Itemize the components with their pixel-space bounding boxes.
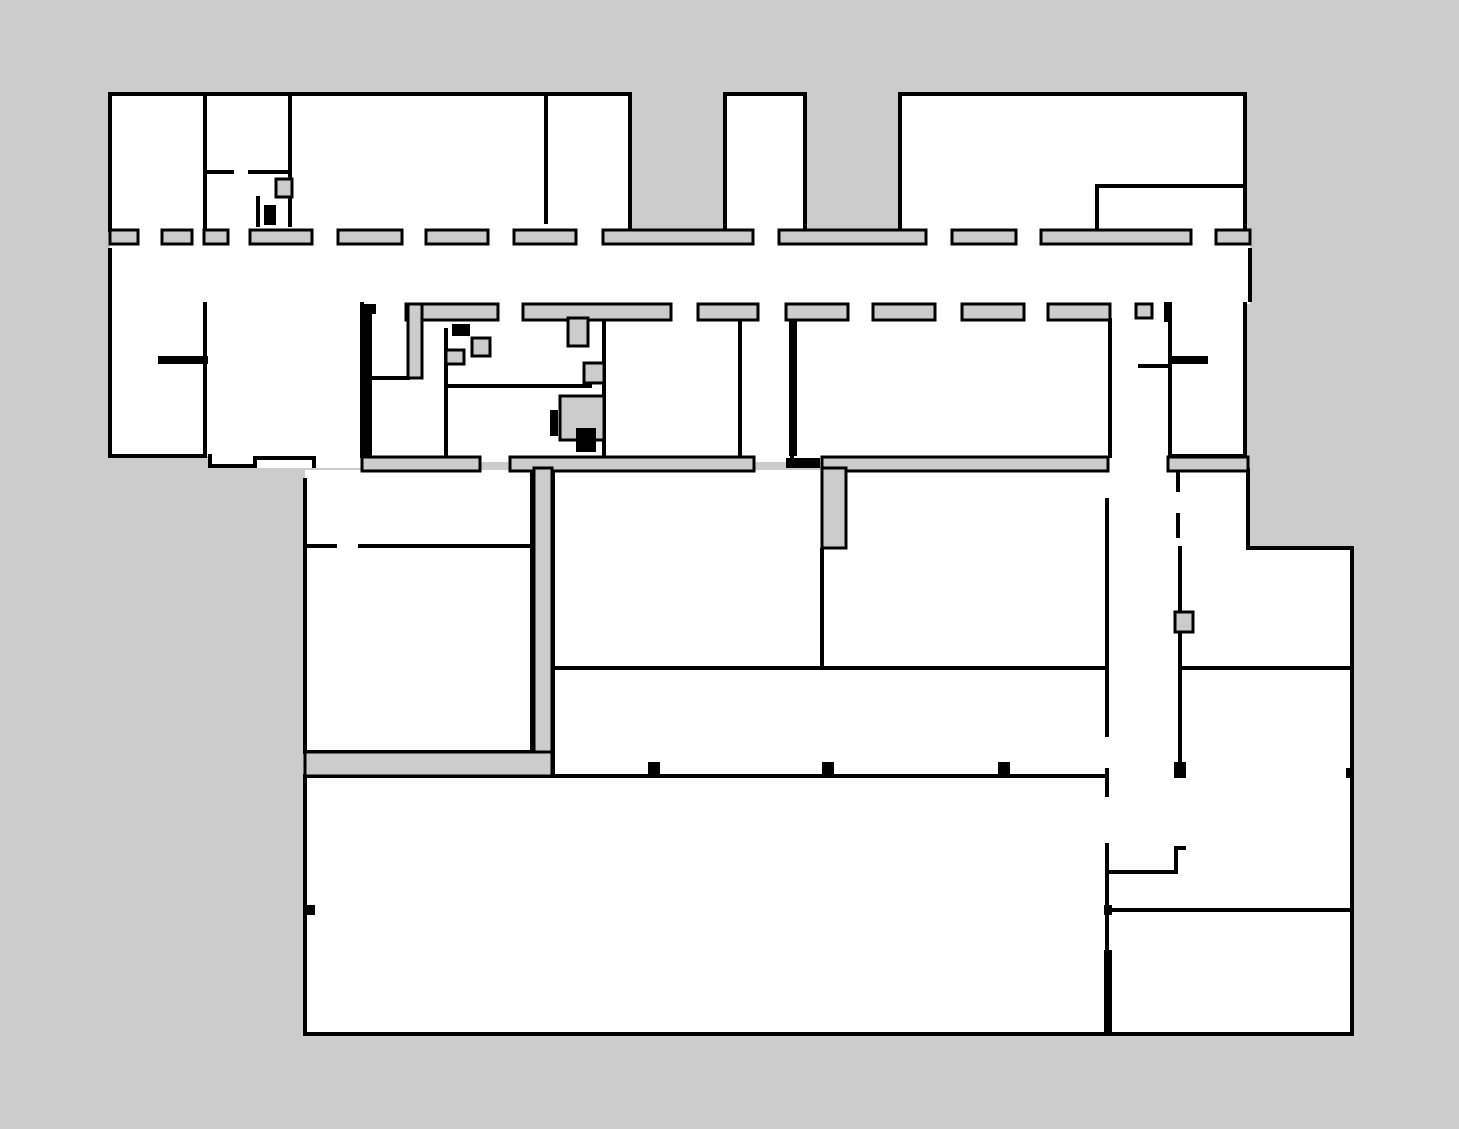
partition-vertical-corridor <box>532 466 554 778</box>
wall-north-west-rooms <box>108 92 632 232</box>
partition-mid-6 <box>871 302 937 322</box>
room-north-east <box>900 94 1245 244</box>
partition-corridor-base <box>303 750 554 778</box>
partition-south-5 <box>1166 455 1250 473</box>
west-wing <box>110 304 362 456</box>
dark-box-5 <box>822 762 834 776</box>
wall-small-closet <box>206 170 290 227</box>
wall-west-lower <box>208 454 316 468</box>
furniture-box-1 <box>274 177 294 199</box>
thick-walls <box>158 205 1208 1034</box>
partition-north-10 <box>950 228 1018 246</box>
south-hall <box>305 776 1108 1036</box>
wall-west-outer <box>108 248 207 458</box>
partition-mid-8 <box>1046 302 1112 322</box>
partition-north-8 <box>601 228 755 246</box>
thick-wall-west-stub <box>158 356 208 364</box>
dark-box-7 <box>1174 762 1186 778</box>
partition-t-shape <box>566 316 590 348</box>
dark-box-1 <box>452 324 470 336</box>
partition-north-1 <box>108 228 140 246</box>
dark-box-6 <box>998 762 1010 776</box>
partition-mid-4 <box>696 302 760 322</box>
dark-box-8 <box>305 905 315 915</box>
wall-north-east-room <box>898 92 1247 232</box>
thick-wall-corner <box>786 458 820 468</box>
thick-wall-south-hall-divider <box>1104 950 1112 1034</box>
furniture-box-5 <box>1173 610 1195 634</box>
partition-north-6 <box>424 228 490 246</box>
partition-north-2 <box>160 228 194 246</box>
partition-mid-5 <box>784 302 850 322</box>
partition-north-3 <box>202 228 230 246</box>
thick-wall-south-east <box>1104 905 1112 915</box>
partition-north-4 <box>248 228 314 246</box>
thick-wall-closet <box>264 205 276 225</box>
partition-mid-2 <box>406 302 424 380</box>
partition-north-9 <box>777 228 928 246</box>
partition-south-3 <box>820 455 1110 473</box>
dark-box-4 <box>648 762 660 776</box>
room-north-west-2 <box>205 94 290 244</box>
dark-box-2 <box>576 428 596 452</box>
wall-south-east-notch <box>1108 846 1186 874</box>
partition-north-11 <box>1039 228 1193 246</box>
dark-box-3 <box>550 410 558 436</box>
partition-mid-9 <box>1134 302 1154 320</box>
south-east-room <box>1108 910 1352 1036</box>
north-corridor <box>110 244 1250 304</box>
partition-north-7 <box>512 228 578 246</box>
partition-north-5 <box>336 228 404 246</box>
south-west-room <box>305 470 537 755</box>
partition-north-12 <box>1214 228 1252 246</box>
furniture-box-2 <box>470 336 492 358</box>
partition-south-1 <box>360 455 482 473</box>
central-block <box>362 304 1112 462</box>
partition-mid-3 <box>521 302 673 322</box>
partitions <box>108 228 1252 778</box>
partition-mid-7 <box>960 302 1026 322</box>
partition-south-4 <box>820 466 848 550</box>
furniture-box-4 <box>582 361 606 385</box>
furniture-box-3 <box>444 348 466 366</box>
thick-wall-office-4 <box>789 320 797 456</box>
room-north-west-1 <box>110 94 205 244</box>
thick-wall-east-stub <box>1170 356 1208 364</box>
east-wing-upper <box>1165 304 1245 456</box>
wall-north-east-inner <box>1095 184 1247 232</box>
wall-east-corridor-east <box>1176 468 1182 777</box>
room-north-west-3 <box>290 94 630 244</box>
partition-mid-1 <box>404 302 500 322</box>
thick-wall-central-west-bar <box>362 304 372 456</box>
east-room-small <box>1180 470 1250 548</box>
dark-box-9 <box>1346 768 1352 778</box>
wall-north-center-room <box>723 92 807 232</box>
dark-furniture <box>305 324 1352 915</box>
room-north-center <box>725 94 805 244</box>
partition-south-2 <box>508 455 756 473</box>
